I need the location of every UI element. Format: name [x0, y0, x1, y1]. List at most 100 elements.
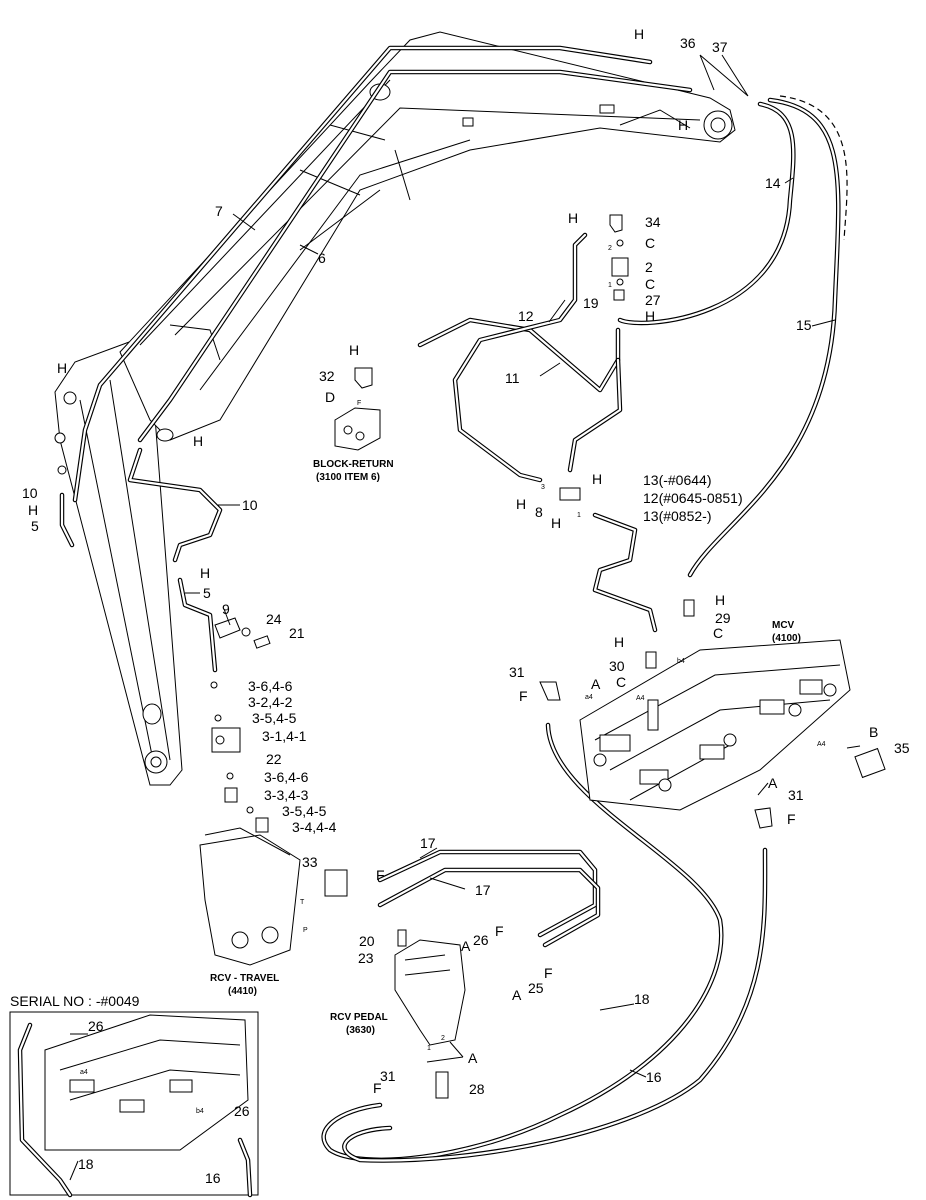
port-label-A4: A4 — [817, 741, 826, 748]
label-A: A — [461, 938, 471, 954]
port-label-3: 3 — [541, 484, 545, 491]
label-H: H — [614, 634, 624, 650]
label-H: H — [678, 117, 688, 133]
label-29: 29 — [715, 610, 731, 626]
label-3-3: 3-3,4-3 — [264, 787, 309, 803]
label-3-6: 3-6,4-6 — [264, 769, 309, 785]
label-30: 30 — [609, 658, 625, 674]
port-label-a4: a4 — [80, 1069, 88, 1076]
label-H: H — [28, 502, 38, 518]
label-35: 35 — [894, 740, 910, 756]
label-28: 28 — [469, 1081, 485, 1097]
label-13-b: 13(#0852-) — [643, 508, 712, 524]
label-31: 31 — [788, 787, 804, 803]
port-label-A4: A4 — [636, 695, 645, 702]
label-5: 5 — [203, 585, 211, 601]
port-label-F: F — [357, 400, 361, 407]
label-H: H — [200, 565, 210, 581]
label-8: 8 — [535, 504, 543, 520]
label-7: 7 — [215, 203, 223, 219]
label-18: 18 — [78, 1156, 94, 1172]
label-C: C — [645, 235, 655, 251]
label-10: 10 — [22, 485, 38, 501]
label-3-5: 3-5,4-5 — [252, 710, 297, 726]
caption-rcv-travel: RCV - TRAVEL — [210, 973, 279, 984]
label-H: H — [349, 342, 359, 358]
caption-rcv-pedal-id: (3630) — [346, 1025, 375, 1036]
label-H: H — [57, 360, 67, 376]
label-H: H — [645, 308, 655, 324]
label-3-4: 3-4,4-4 — [292, 819, 337, 835]
label-21: 21 — [289, 625, 305, 641]
label-F: F — [544, 965, 553, 981]
label-17: 17 — [420, 835, 436, 851]
label-H: H — [634, 26, 644, 42]
label-34: 34 — [645, 214, 661, 230]
caption-rcv-pedal: RCV PEDAL — [330, 1012, 388, 1023]
label-12-b: 12(#0645-0851) — [643, 490, 743, 506]
label-37: 37 — [712, 39, 728, 55]
label-A: A — [768, 775, 778, 791]
fittings — [199, 214, 886, 1099]
label-26: 26 — [473, 932, 489, 948]
label-27: 27 — [645, 292, 661, 308]
port-label-1: 1 — [427, 1045, 431, 1052]
label-C: C — [645, 276, 655, 292]
port-label-2: 2 — [608, 245, 612, 252]
label-H: H — [516, 496, 526, 512]
label-10: 10 — [242, 497, 258, 513]
caption-block-return-item: (3100 ITEM 6) — [316, 472, 380, 483]
label-D: D — [325, 389, 335, 405]
label-3-5: 3-5,4-5 — [282, 803, 327, 819]
port-label-T: T — [300, 899, 305, 906]
label-2: 2 — [645, 259, 653, 275]
label-H: H — [715, 592, 725, 608]
port-label-1: 1 — [577, 512, 581, 519]
label-17: 17 — [475, 882, 491, 898]
hose-lines — [59, 45, 848, 1163]
serial-number-label: SERIAL NO : -#0049 — [10, 993, 140, 1009]
label-5: 5 — [31, 518, 39, 534]
label-C: C — [616, 674, 626, 690]
label-H: H — [551, 515, 561, 531]
label-C: C — [713, 625, 723, 641]
label-14: 14 — [765, 175, 781, 191]
caption-mcv: MCV — [772, 620, 795, 631]
port-label-1: 1 — [608, 282, 612, 289]
label-19: 19 — [583, 295, 599, 311]
label-H: H — [592, 471, 602, 487]
label-20: 20 — [359, 933, 375, 949]
label-25: 25 — [528, 980, 544, 996]
label-12: 12 — [518, 308, 534, 324]
label-H: H — [568, 210, 578, 226]
label-32: 32 — [319, 368, 335, 384]
caption-mcv-id: (4100) — [772, 633, 801, 644]
port-label-b4: b4 — [677, 658, 685, 665]
label-23: 23 — [358, 950, 374, 966]
label-36: 36 — [680, 35, 696, 51]
label-15: 15 — [796, 317, 812, 333]
label-9: 9 — [222, 601, 230, 617]
label-31: 31 — [509, 664, 525, 680]
label-24: 24 — [266, 611, 282, 627]
label-B: B — [869, 724, 878, 740]
label-F: F — [495, 923, 504, 939]
port-label-2: 2 — [441, 1035, 445, 1042]
label-26: 26 — [234, 1103, 250, 1119]
label-22: 22 — [266, 751, 282, 767]
label-F: F — [376, 867, 385, 883]
label-16: 16 — [646, 1069, 662, 1085]
serial-inset — [9, 1011, 259, 1198]
callout-labels: H 36 37 H 14 7 6 H 34 C 2 C 27 19 H 12 1… — [10, 26, 910, 1186]
label-A: A — [468, 1050, 478, 1066]
label-F: F — [519, 688, 528, 704]
label-A: A — [512, 987, 522, 1003]
label-F: F — [787, 811, 796, 827]
label-3-2: 3-2,4-2 — [248, 694, 293, 710]
label-26: 26 — [88, 1018, 104, 1034]
boom-arm-structure — [54, 31, 736, 786]
label-A: A — [591, 676, 601, 692]
port-label-a4: a4 — [585, 694, 593, 701]
label-3-1: 3-1,4-1 — [262, 728, 307, 744]
